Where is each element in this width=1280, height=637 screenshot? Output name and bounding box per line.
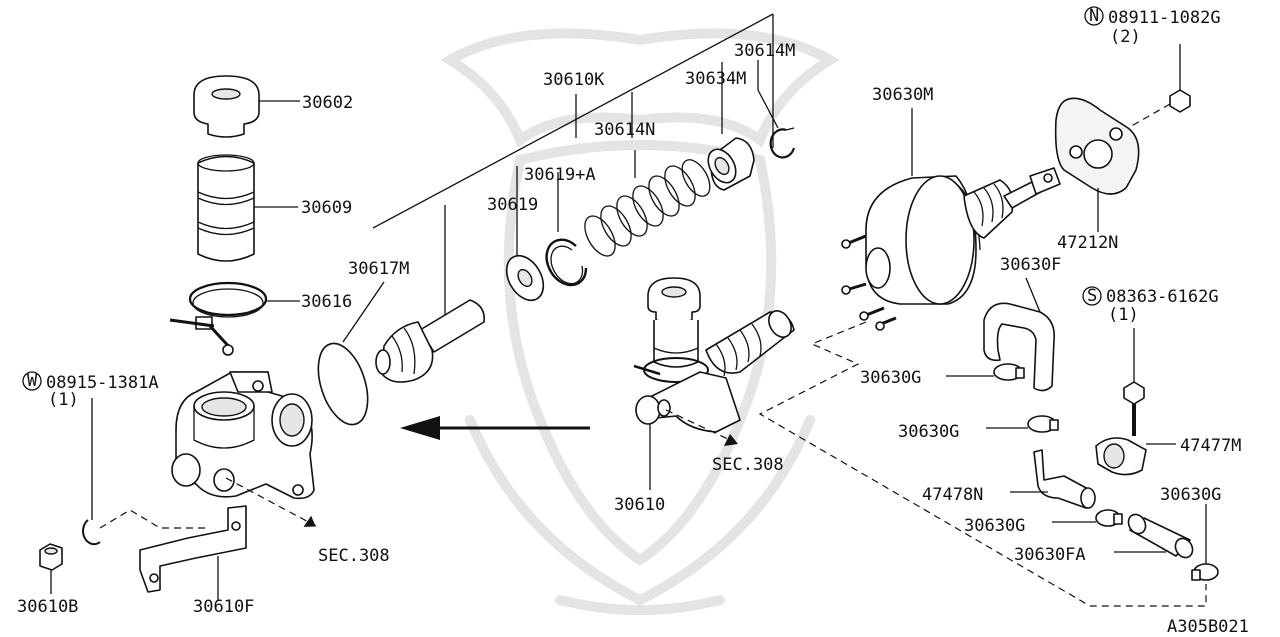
bracket-30610F [139,505,247,600]
washer-qty: (1) [48,390,79,410]
sec-arrow-left [225,477,317,527]
master-cylinder-assembly-30610 [633,277,795,490]
bracket-47477M [1095,437,1176,476]
screw-part-number: 08363-6162G [1106,287,1219,307]
label-30630M: 30630M [872,85,933,105]
label-30616: 30616 [301,292,352,312]
screw-fastener-callout: S [1082,286,1102,306]
nut-prefix: N [1089,6,1099,26]
brake-booster-30630M [841,167,1061,331]
nut-qty: (2) [1110,27,1141,47]
label-30634M: 30634M [685,69,746,89]
washer-prefix: W [27,371,38,391]
label-30617M: 30617M [348,259,409,279]
label-30630G-2: 30630G [898,422,959,442]
screw [1123,381,1145,436]
label-30630G-4: 30630G [1160,485,1221,505]
label-47212N: 47212N [1057,233,1118,253]
label-30619A: 30619+A [524,165,596,185]
sec-308-left: SEC.308 [318,546,390,566]
label-47477M: 47477M [1180,436,1241,456]
label-47478N: 47478N [922,485,983,505]
screw-prefix: S [1087,286,1097,306]
label-30610: 30610 [614,495,665,515]
hose-clamp-2 [1027,415,1059,433]
direction-arrow [400,416,590,440]
washer-part-number: 08915-1381A [46,373,159,393]
seal-cup-30634M [707,137,755,191]
figure-code: A305B021 [1167,617,1249,637]
hose-30630FA [1114,513,1194,559]
label-30602: 30602 [302,93,353,113]
diaphragm-disc [317,281,385,426]
hose-clamp-4 [1191,504,1219,581]
snap-ring-30619A [545,238,588,287]
nut-fastener-callout: N [1084,6,1104,26]
master-cylinder-body [171,371,315,500]
label-30614M: 30614M [734,41,795,61]
sec-308-right: SEC.308 [712,455,784,475]
vacuum-hose-30630F [983,302,1056,392]
reservoir-cap-30602 [193,75,300,138]
clip-30614M [769,127,796,159]
piston-assembly [375,299,486,383]
washer-fastener-callout: W [22,371,42,391]
washer-30619 [505,254,545,302]
nut-part-number: 08911-1082G [1108,8,1221,28]
band-clamp-30616 [169,281,300,356]
hose-clamp-1 [993,363,1025,381]
repair-kit-bracket-lines [372,13,779,318]
label-30630G-3: 30630G [964,516,1025,536]
label-30630FA: 30630FA [1014,545,1086,565]
gasket-47212N [1054,97,1140,232]
label-30610B: 30610B [17,597,78,617]
label-30630G-1: 30630G [860,368,921,388]
screw-qty: (1) [1108,305,1139,325]
nut-30610B [39,543,63,594]
label-30610F: 30610F [193,597,254,617]
label-30609: 30609 [301,198,352,218]
reservoir-30609 [197,154,298,262]
hose-clamp-3 [1095,509,1123,527]
label-30630F: 30630F [1000,255,1061,275]
spring-30614N [584,159,711,257]
label-30619: 30619 [487,195,538,215]
label-30614N: 30614N [594,120,655,140]
connector-47478N [1010,449,1096,509]
label-30610K: 30610K [543,70,605,90]
sec-arrow-right [665,409,738,446]
